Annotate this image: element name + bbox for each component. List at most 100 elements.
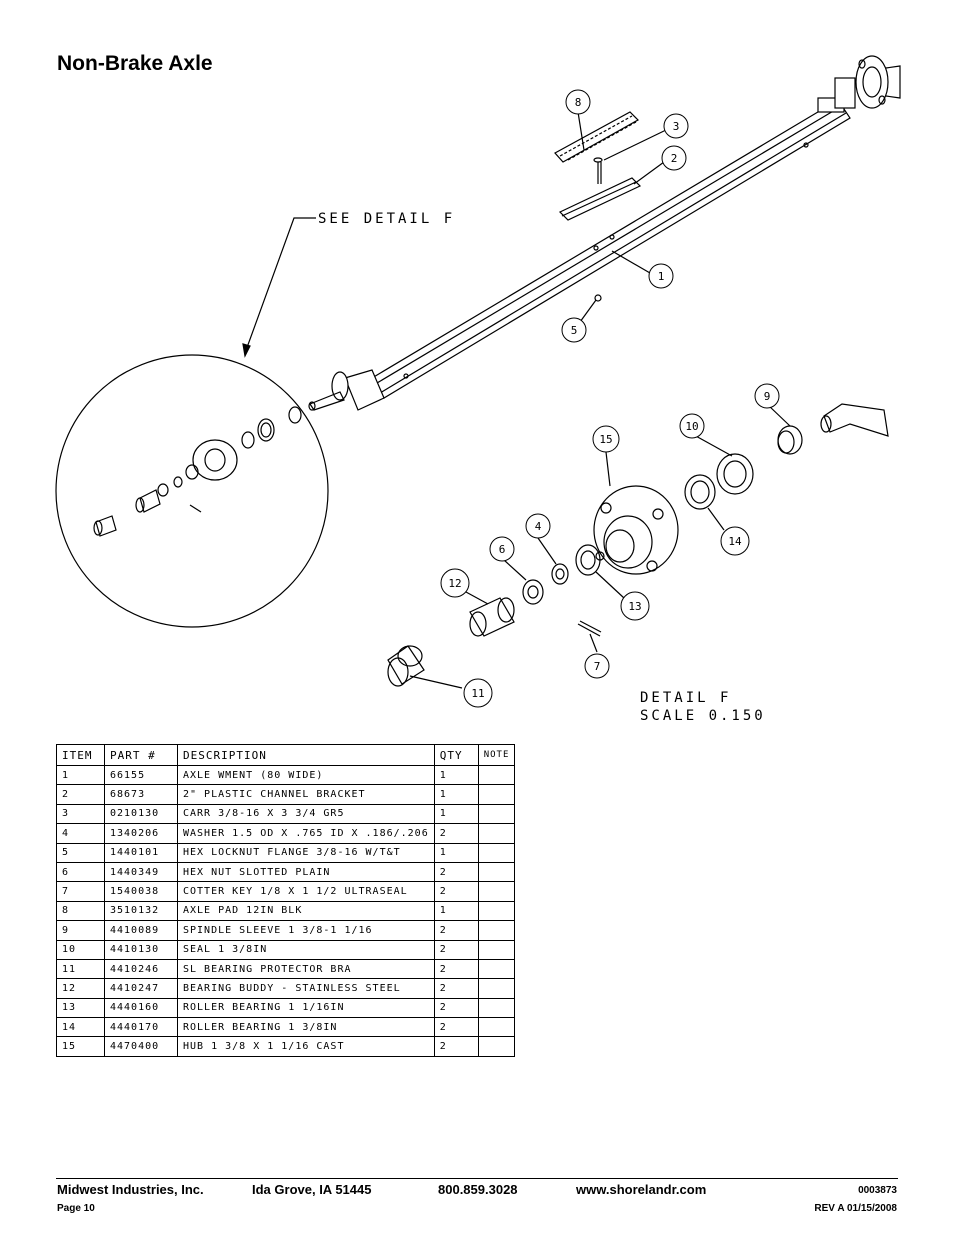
cell-item: 14 xyxy=(56,1017,105,1038)
spindle-left xyxy=(344,369,385,411)
cell-description: CARR 3/8-16 X 3 3/4 GR5 xyxy=(177,803,435,825)
cell-description: SPINDLE SLEEVE 1 3/8-1 1/16 xyxy=(177,920,435,941)
cell-part: 68673 xyxy=(104,784,178,805)
cell-note xyxy=(477,861,516,883)
cell-part: 1540038 xyxy=(104,881,178,902)
cell-description: ROLLER BEARING 1 1/16IN xyxy=(177,997,435,1019)
cell-qty: 1 xyxy=(433,803,479,825)
cell-item: 10 xyxy=(56,939,105,960)
callout-8: 8 xyxy=(575,96,582,109)
callout-12: 12 xyxy=(448,577,461,590)
detail-f-circle xyxy=(55,354,329,628)
cell-note xyxy=(477,920,516,941)
cell-qty: 2 xyxy=(433,997,479,1019)
roller-bearing-13 xyxy=(575,544,601,576)
cell-part: 4440160 xyxy=(104,997,178,1019)
callout-9: 9 xyxy=(764,390,771,403)
page-title: Non-Brake Axle xyxy=(57,52,213,75)
footer-phone: 800.859.3028 xyxy=(438,1182,518,1197)
cell-note xyxy=(477,978,516,999)
cell-part: 3510132 xyxy=(104,900,178,922)
cell-note xyxy=(477,823,516,844)
cell-part: 1440101 xyxy=(104,842,178,863)
cell-item: 3 xyxy=(56,803,105,825)
footer-divider xyxy=(56,1178,898,1179)
bearing-protector xyxy=(387,645,425,685)
cell-item: 11 xyxy=(56,958,105,980)
cell-note xyxy=(477,784,516,805)
callout-1: 1 xyxy=(658,270,665,283)
cell-note xyxy=(477,803,516,825)
callout-15: 15 xyxy=(599,433,612,446)
footer-location: Ida Grove, IA 51445 xyxy=(252,1182,372,1197)
cell-item: 12 xyxy=(56,978,105,999)
callout-4: 4 xyxy=(535,520,542,533)
cell-qty: 2 xyxy=(433,920,479,941)
cell-description: AXLE WMENT (80 WIDE) xyxy=(177,764,435,786)
cell-qty: 2 xyxy=(433,823,479,844)
cell-description: ROLLER BEARING 1 3/8IN xyxy=(177,1017,435,1038)
cell-qty: 2 xyxy=(433,861,479,883)
cell-description: SEAL 1 3/8IN xyxy=(177,939,435,960)
col-note: NOTE xyxy=(477,744,516,766)
roller-bearing-14 xyxy=(684,474,716,510)
cell-item: 7 xyxy=(56,881,105,902)
cell-description: 2" PLASTIC CHANNEL BRACKET xyxy=(177,784,435,805)
axle-tube xyxy=(371,99,851,399)
callout-13: 13 xyxy=(628,600,641,613)
col-item: ITEM xyxy=(56,744,105,766)
cell-part: 4410089 xyxy=(104,920,178,941)
cell-qty: 1 xyxy=(433,842,479,863)
cell-note xyxy=(477,881,516,902)
cell-part: 4410246 xyxy=(104,958,178,980)
detail-title: DETAIL F xyxy=(640,690,731,706)
callout-6: 6 xyxy=(499,543,506,556)
cell-description: AXLE PAD 12IN BLK xyxy=(177,900,435,922)
cell-description: BEARING BUDDY - STAINLESS STEEL xyxy=(177,978,435,999)
cell-qty: 2 xyxy=(433,939,479,960)
callout-11: 11 xyxy=(471,687,484,700)
cell-qty: 2 xyxy=(433,1017,479,1038)
cell-part: 0210130 xyxy=(104,803,178,825)
callout-2: 2 xyxy=(671,152,678,165)
cell-description: COTTER KEY 1/8 X 1 1/2 ULTRASEAL xyxy=(177,881,435,902)
callout-5: 5 xyxy=(571,324,578,337)
cell-qty: 2 xyxy=(433,978,479,999)
footer-doc-number: 0003873 xyxy=(858,1185,897,1196)
footer-company: Midwest Industries, Inc. xyxy=(57,1182,204,1197)
callout-7: 7 xyxy=(594,660,601,673)
cell-qty: 2 xyxy=(433,958,479,980)
cell-note xyxy=(477,939,516,960)
cell-qty: 1 xyxy=(433,784,479,805)
hex-nut xyxy=(522,579,544,605)
bearing-buddy xyxy=(469,597,515,637)
cell-item: 15 xyxy=(56,1036,105,1057)
cell-item: 6 xyxy=(56,861,105,883)
cell-qty: 2 xyxy=(433,881,479,902)
cell-note xyxy=(477,1036,516,1057)
cell-part: 4440170 xyxy=(104,1017,178,1038)
cell-note xyxy=(477,764,516,786)
cell-part: 4410130 xyxy=(104,939,178,960)
col-description: DESCRIPTION xyxy=(177,744,435,766)
see-detail-label: SEE DETAIL F xyxy=(318,211,455,227)
cell-item: 4 xyxy=(56,823,105,844)
cell-description: WASHER 1.5 OD X .765 ID X .186/.206 xyxy=(177,823,435,844)
cell-note xyxy=(477,1017,516,1038)
seal xyxy=(716,453,754,495)
cell-part: 66155 xyxy=(104,764,178,786)
cell-description: HEX LOCKNUT FLANGE 3/8-16 W/T&T xyxy=(177,842,435,863)
